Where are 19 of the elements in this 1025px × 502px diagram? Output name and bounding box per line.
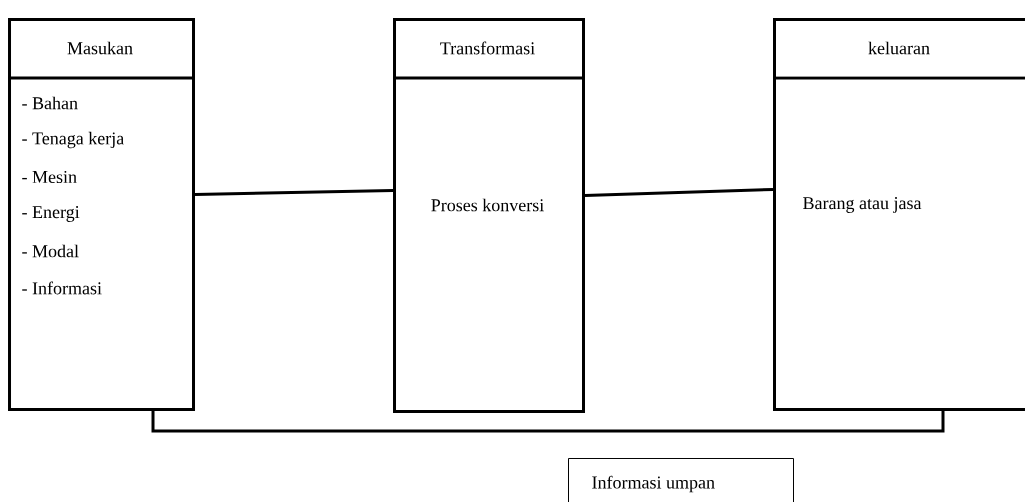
list-item: - Energi (22, 206, 80, 222)
list-item: - Informasi (22, 281, 102, 295)
body-label: Proses konversi (431, 198, 544, 212)
header-label: Masukan (67, 41, 133, 55)
list-item: - Modal (22, 244, 79, 258)
header-label: Transformasi (440, 41, 535, 55)
list-item: - Mesin (22, 170, 77, 184)
text-box (568, 458, 794, 502)
list-item: - Bahan (22, 96, 78, 110)
process-box (773, 18, 1025, 411)
process-box (393, 18, 585, 413)
connector-line (151, 411, 945, 433)
body-label: Barang atau jasa (803, 197, 922, 213)
process-box (8, 18, 195, 411)
connector-line (584, 188, 774, 197)
header-label: keluaran (868, 41, 930, 55)
box-label: Informasi umpan (592, 475, 715, 493)
connector-line (194, 189, 394, 196)
list-item: - Tenaga kerja (22, 131, 124, 149)
